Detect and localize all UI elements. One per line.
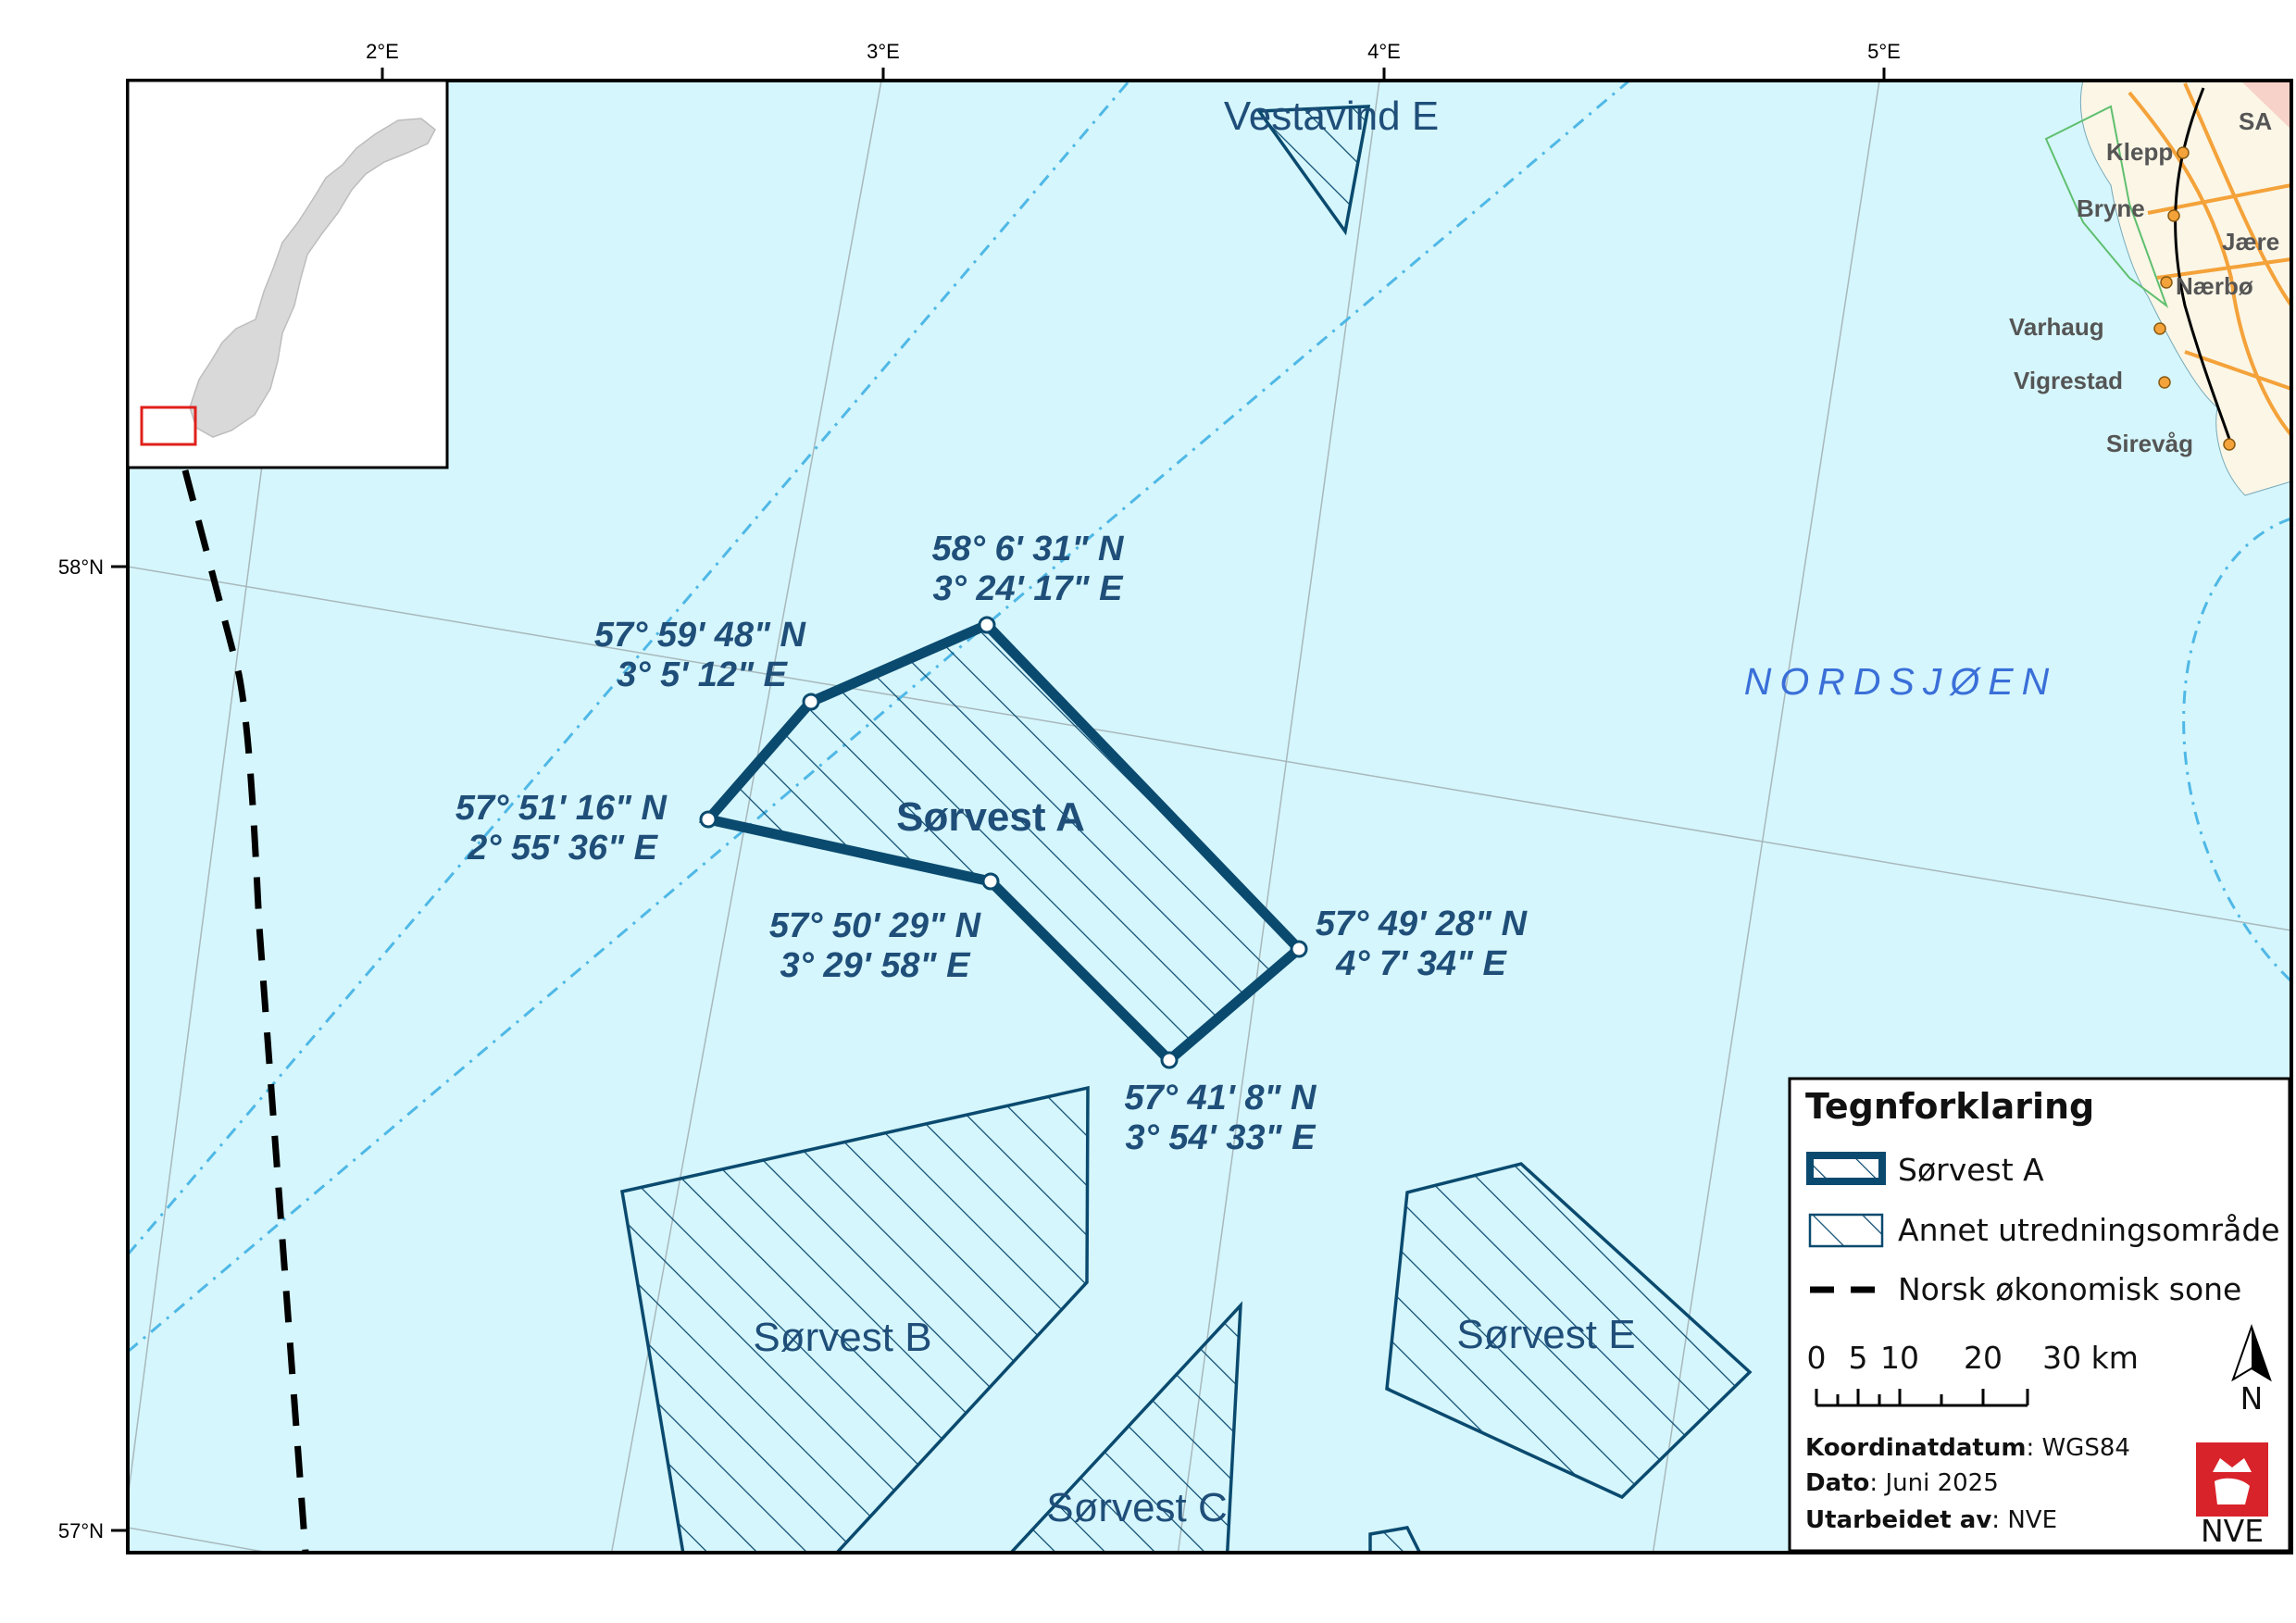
area-label-sorvest-a: Sørvest A [896, 794, 1085, 840]
town-label: Vigrestad [2014, 367, 2123, 394]
legend-item-label: Annet utredningsområde [1898, 1212, 2280, 1248]
vertex-point [978, 616, 996, 634]
area-label: Sørvest B [753, 1315, 931, 1360]
area-sorvest-f-fragment [1368, 1526, 1422, 1553]
coord-lat: 57° 49' 28" N [1316, 905, 1529, 943]
svg-text:5: 5 [1849, 1340, 1868, 1376]
vertex-markers [699, 616, 1308, 1069]
legend-item-label: Norsk økonomisk sone [1898, 1271, 2241, 1307]
town-label: Sirevåg [2106, 430, 2193, 457]
legend-symbol-thick-outline [1806, 1152, 1886, 1185]
axis-ticks [111, 68, 1886, 1532]
area-sorvest-b [619, 1085, 1090, 1553]
coord-lat: 57° 50' 29" N [769, 906, 982, 945]
lon-label: 2°E [366, 40, 399, 63]
logo-text: NVE [2201, 1513, 2264, 1549]
coord-lon: 3° 24' 17" E [933, 569, 1125, 608]
coord-lon: 3° 29' 58" E [780, 946, 972, 985]
north-label: N [2240, 1380, 2264, 1417]
legend-title: Tegnforklaring [1805, 1086, 2094, 1127]
coord-lon: 3° 54' 33" E [1126, 1118, 1317, 1157]
svg-text:10: 10 [1880, 1340, 1919, 1376]
coord-lon: 4° 7' 34" E [1335, 944, 1507, 983]
norway-silhouette [189, 118, 436, 438]
coord-lat: 57° 59' 48" N [594, 616, 807, 655]
town-label: Jære [2222, 228, 2279, 256]
nve-logo: NVE [2196, 1442, 2268, 1549]
map-frame [126, 79, 2293, 1554]
coord-lat: 57° 41' 8" N [1124, 1079, 1317, 1117]
coord-lat: 57° 51' 16" N [455, 789, 668, 828]
coord-lon: 3° 5' 12" E [617, 655, 788, 694]
coastline [2044, 81, 2291, 496]
area-label: Sørvest C [1046, 1485, 1228, 1530]
town-label: SA [2239, 107, 2272, 135]
town-labels: Klepp Bryne Jære Nærbø Varhaug Vigrestad… [2009, 107, 2279, 457]
legend-symbol-hatched-area [1808, 1213, 1884, 1248]
area-sorvest-c [1008, 1301, 1243, 1553]
town-label: Varhaug [2009, 313, 2104, 341]
town-label: Bryne [2077, 194, 2145, 222]
lon-label: 5°E [1867, 40, 1901, 63]
meta-author: Utarbeidet av: NVE [1805, 1506, 2057, 1534]
lon-label: 3°E [867, 40, 900, 63]
coordinate-labels: 58° 6' 31" N 3° 24' 17" E 57° 59' 48" N … [455, 530, 1529, 1157]
lon-label: 4°E [1367, 40, 1401, 63]
coord-lon: 2° 55' 36" E [467, 829, 659, 868]
area-sorvest-e [1385, 1162, 1753, 1500]
meta-datum: Koordinatdatum: WGS84 [1805, 1434, 2130, 1462]
lat-label: 57°N [58, 1519, 104, 1542]
north-arrow-icon: N [2231, 1323, 2272, 1417]
legend: Tegnforklaring Sørvest A Annet utredning… [1788, 1077, 2291, 1553]
scale-bar: 0 5 10 20 30 km [1807, 1340, 2139, 1407]
eez-line [181, 469, 309, 1553]
vertex-point [1160, 1051, 1179, 1069]
town-label: Klepp [2106, 138, 2173, 166]
area-vestavind-e [1255, 105, 1371, 236]
other-areas [619, 105, 1753, 1553]
sea-label: NORDSJØEN [1744, 660, 2057, 703]
vertex-point [981, 872, 1000, 891]
coord-lat: 58° 6' 31" N [931, 530, 1125, 568]
area-label: Sørvest E [1456, 1312, 1635, 1357]
legend-item-label: Sørvest A [1898, 1152, 2044, 1188]
town-label: Nærbø [2176, 272, 2253, 300]
area-label: Vestavind E [1224, 94, 1439, 139]
svg-text:30 km: 30 km [2042, 1340, 2139, 1376]
vertex-point [699, 810, 718, 829]
svg-text:0: 0 [1807, 1340, 1827, 1376]
vertex-point [802, 693, 820, 711]
vertex-point [1290, 940, 1308, 958]
svg-text:20: 20 [1964, 1340, 2003, 1376]
overview-inset [126, 79, 449, 469]
meta-date: Dato: Juni 2025 [1805, 1469, 1999, 1497]
inset-extent-box [140, 406, 197, 446]
lat-label: 58°N [58, 556, 104, 579]
